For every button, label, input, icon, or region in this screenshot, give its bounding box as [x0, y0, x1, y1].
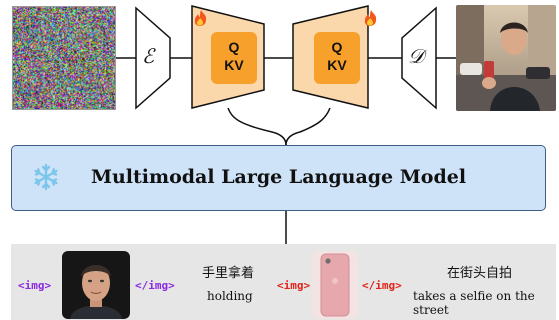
line-block1-mllm — [227, 107, 287, 146]
img-open-token-2: <img> — [277, 279, 311, 292]
block-2-label: Q KV — [314, 38, 360, 74]
phone-art — [312, 251, 358, 319]
block-2-q: Q — [331, 39, 343, 55]
block-1-q: Q — [228, 39, 240, 55]
decoder-shape — [401, 6, 437, 110]
line-block2-mllm — [285, 107, 331, 146]
encoder-shape — [135, 6, 171, 110]
noise-canvas — [13, 7, 115, 109]
block-2-inner — [314, 32, 360, 84]
block-1-kv: KV — [224, 57, 244, 73]
text-en-holding: holding — [207, 289, 253, 303]
block-1-label: Q KV — [211, 38, 257, 74]
fire-icon — [364, 10, 377, 26]
text-cn-selfie: 在街头自拍 — [447, 266, 513, 281]
img-open-token-1: <img> — [18, 279, 52, 292]
block-1-inner — [211, 32, 257, 84]
img-close-token-1: </img> — [135, 279, 175, 292]
img-close-token-2: </img> — [362, 279, 402, 292]
text-cn-holding: 手里拿着 — [202, 266, 255, 281]
snowflake-icon — [34, 163, 58, 191]
output-photo-art — [456, 5, 556, 111]
block-2-kv: KV — [327, 57, 347, 73]
noise-input-image — [12, 6, 116, 110]
text-en-selfie: takes a selfie on the street — [413, 289, 535, 317]
reference-portrait-image — [62, 251, 130, 319]
decoder-label: 𝒟 — [408, 44, 424, 68]
fire-icon — [194, 10, 207, 26]
mllm-box: Multimodal Large Language Model — [11, 145, 546, 211]
reference-phone-image — [312, 251, 358, 319]
encoder-label: ℰ — [142, 44, 155, 68]
mllm-title: Multimodal Large Language Model — [90, 166, 467, 188]
generated-output-image — [456, 5, 556, 111]
portrait-art — [62, 251, 130, 319]
